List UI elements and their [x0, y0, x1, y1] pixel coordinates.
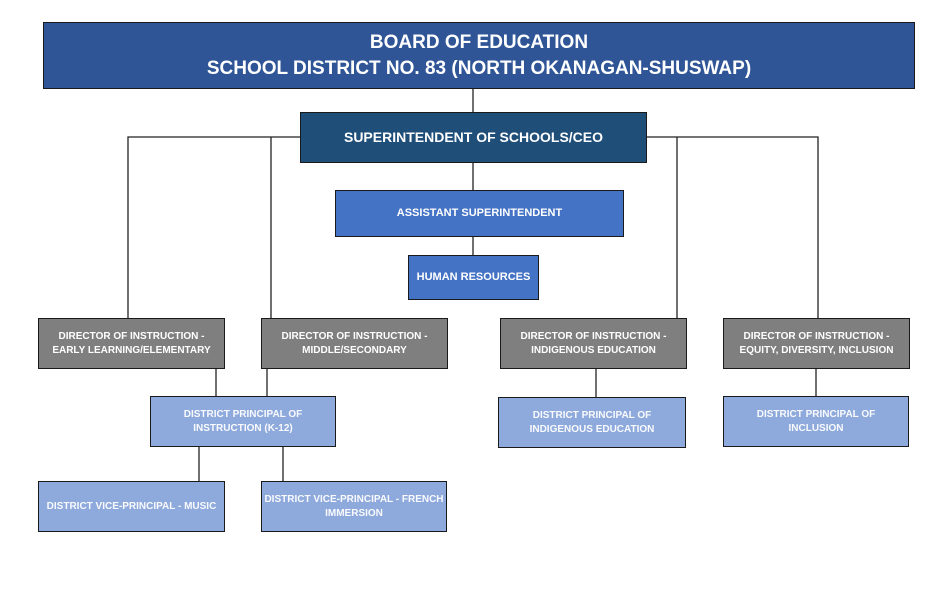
principal-indigenous-box: DISTRICT PRINCIPAL OF INDIGENOUS EDUCATI…: [498, 397, 686, 448]
principal-line2: INSTRUCTION (K-12): [193, 422, 293, 434]
board-subtitle: SCHOOL DISTRICT NO. 83 (NORTH OKANAGAN-S…: [206, 57, 752, 79]
principal-line2: INDIGENOUS EDUCATION: [529, 423, 655, 435]
director-line1: DIRECTOR OF INSTRUCTION -: [520, 331, 667, 342]
assistant-superintendent-box: ASSISTANT SUPERINTENDENT: [335, 190, 624, 237]
director-line1: DIRECTOR OF INSTRUCTION -: [281, 331, 428, 342]
vice-principal-line1: DISTRICT VICE-PRINCIPAL - MUSIC: [46, 500, 217, 512]
principal-k12-box: DISTRICT PRINCIPAL OF INSTRUCTION (K-12): [150, 396, 336, 447]
principal-line1: DISTRICT PRINCIPAL OF: [532, 410, 652, 421]
director-equity-box: DIRECTOR OF INSTRUCTION - EQUITY, DIVERS…: [723, 318, 910, 369]
director-line1: DIRECTOR OF INSTRUCTION -: [58, 331, 205, 342]
board-title: BOARD OF EDUCATION: [369, 31, 589, 53]
vice-principal-line2: IMMERSION: [325, 507, 383, 519]
director-line2: MIDDLE/SECONDARY: [302, 344, 407, 356]
director-indigenous-box: DIRECTOR OF INSTRUCTION - INDIGENOUS EDU…: [500, 318, 687, 369]
director-line1: DIRECTOR OF INSTRUCTION -: [743, 331, 890, 342]
director-line2: EARLY LEARNING/ELEMENTARY: [52, 344, 211, 356]
director-line2: EQUITY, DIVERSITY, INCLUSION: [739, 344, 894, 356]
superintendent-box: SUPERINTENDENT OF SCHOOLS/CEO: [300, 112, 647, 163]
human-resources-box: HUMAN RESOURCES: [408, 255, 539, 300]
vice-principal-music-box: DISTRICT VICE-PRINCIPAL - MUSIC: [38, 481, 225, 532]
director-line2: INDIGENOUS EDUCATION: [531, 344, 656, 356]
vice-principal-french-box: DISTRICT VICE-PRINCIPAL - FRENCH IMMERSI…: [261, 481, 447, 532]
vice-principal-line1: DISTRICT VICE-PRINCIPAL - FRENCH: [264, 494, 444, 505]
director-middle-secondary-box: DIRECTOR OF INSTRUCTION - MIDDLE/SECONDA…: [261, 318, 448, 369]
board-of-education-box: BOARD OF EDUCATION SCHOOL DISTRICT NO. 8…: [43, 22, 915, 89]
principal-inclusion-box: DISTRICT PRINCIPAL OF INCLUSION: [723, 396, 909, 447]
principal-line2: INCLUSION: [788, 422, 844, 434]
principal-line1: DISTRICT PRINCIPAL OF: [183, 409, 303, 420]
principal-line1: DISTRICT PRINCIPAL OF: [756, 409, 876, 420]
director-early-learning-box: DIRECTOR OF INSTRUCTION - EARLY LEARNING…: [38, 318, 225, 369]
